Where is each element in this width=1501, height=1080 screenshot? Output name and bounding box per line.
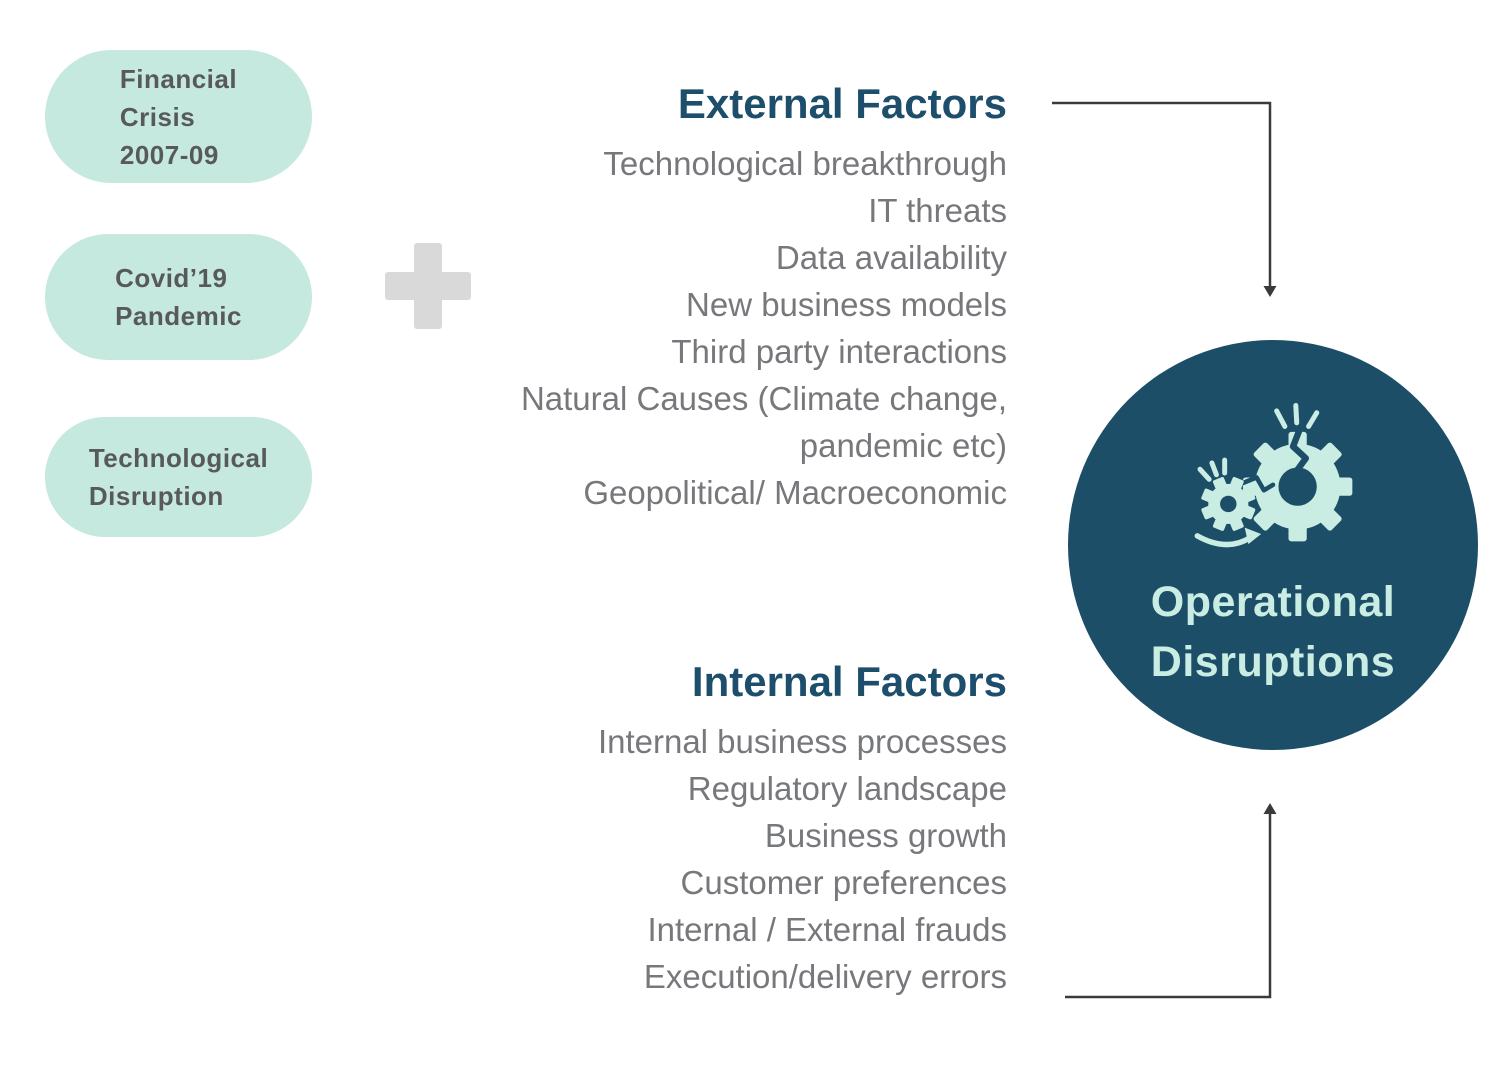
list-item: Technological breakthrough <box>603 145 1007 182</box>
arrow-down-icon <box>1263 286 1277 297</box>
internal-to-circle-connector <box>1065 813 1272 999</box>
list-item: Internal business processes <box>597 723 1007 760</box>
list-item: Third party interactions <box>671 333 1007 370</box>
trigger-pill-financial-crisis: Financial Crisis 2007-09 <box>45 50 312 183</box>
pill-label: Covid’19 Pandemic <box>115 263 242 331</box>
list-item: IT threats <box>868 192 1007 229</box>
arrow-up-icon <box>1263 803 1277 814</box>
pill-label: Financial Crisis 2007-09 <box>119 63 238 170</box>
list-item: Customer preferences <box>680 864 1007 901</box>
internal-factors-list: Internal business processes Regulatory l… <box>422 718 1007 1000</box>
list-item: New business models <box>686 286 1007 323</box>
trigger-pill-technological-disruption: Technological Disruption <box>45 417 312 537</box>
list-item: Geopolitical/ Macroeconomic <box>583 474 1007 511</box>
list-item: Execution/delivery errors <box>643 958 1007 995</box>
external-factors-title: External Factors <box>677 80 1007 127</box>
broken-gears-icon <box>1194 402 1353 547</box>
internal-factors-section: Internal Factors Internal business proce… <box>422 658 1007 1000</box>
external-to-circle-connector <box>1052 101 1272 287</box>
plus-icon <box>385 243 471 329</box>
list-item: Business growth <box>764 817 1007 854</box>
external-factors-section: External Factors Technological breakthro… <box>422 80 1007 516</box>
plus-icon-horizontal-bar <box>385 272 471 300</box>
list-item: Natural Causes (Climate change, pandemic… <box>520 380 1007 464</box>
list-item: Regulatory landscape <box>687 770 1007 807</box>
external-factors-list: Technological breakthrough IT threats Da… <box>422 140 1007 516</box>
list-item: Internal / External frauds <box>647 911 1007 948</box>
internal-factors-title: Internal Factors <box>691 658 1007 705</box>
trigger-pill-covid-pandemic: Covid’19 Pandemic <box>45 234 312 360</box>
list-item: Data availability <box>775 239 1007 276</box>
operational-disruptions-circle: Operational Disruptions <box>1068 340 1478 750</box>
pill-label: Technological Disruption <box>88 443 269 511</box>
outcome-label: Operational Disruptions <box>1150 577 1396 686</box>
